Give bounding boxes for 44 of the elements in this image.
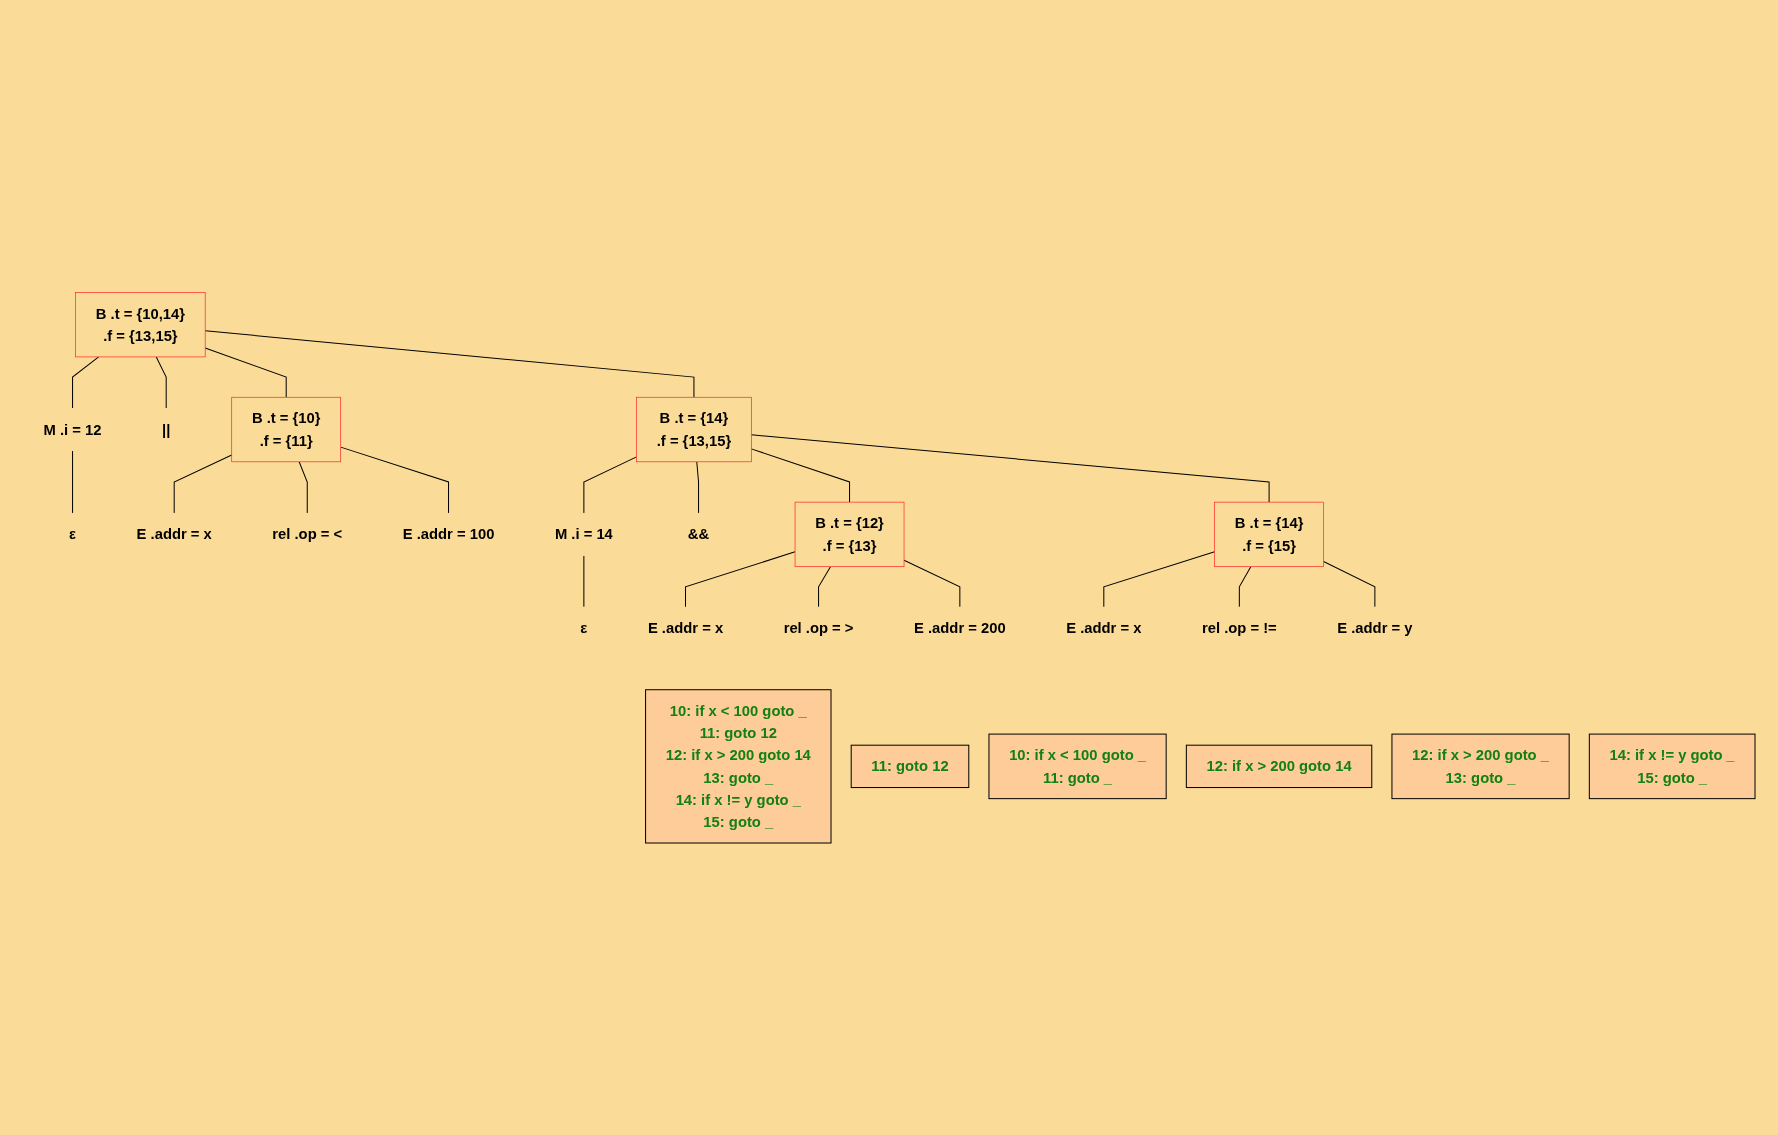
node-box: B .t = {14} .f = {13,15} (636, 396, 752, 462)
connector (204, 347, 287, 398)
node-box: 10: if x < 100 goto _ 11: goto 12 12: if x > 200 goto 14 13: goto _ 14: if x != y goto _ 15: goto _ (644, 689, 832, 844)
node-text: E .addr = y (1337, 619, 1413, 637)
node-box: B .t = {14} .f = {15} (1214, 501, 1324, 567)
connector (903, 559, 961, 608)
connector (173, 454, 232, 514)
connector (696, 461, 699, 514)
node-text: M .i = 12 (43, 420, 102, 438)
node-text: rel .op = < (272, 525, 342, 543)
node-box: 12: if x > 200 goto _ 13: goto _ (1391, 733, 1570, 799)
connector (750, 434, 1270, 503)
node-box: B .t = {10,14} .f = {13,15} (75, 291, 206, 358)
node-text: ε (68, 525, 76, 543)
node-box: 10: if x < 100 goto _ 11: goto _ (988, 733, 1167, 799)
connector (750, 448, 850, 503)
node-text: M .i = 14 (554, 525, 613, 543)
node-text: || (161, 420, 171, 438)
node-text: rel .op = != (1201, 619, 1277, 637)
node-text: E .addr = x (1066, 619, 1142, 637)
connector (298, 461, 308, 514)
node-text: rel .op = > (783, 619, 854, 637)
node-text: E .addr = x (136, 525, 212, 543)
connector (1322, 560, 1376, 608)
node-text: && (687, 525, 710, 543)
connector (71, 450, 73, 514)
connector (155, 356, 167, 409)
node-text: E .addr = x (647, 619, 723, 637)
node-text: ε (580, 619, 588, 637)
connector (684, 551, 796, 608)
connector (1238, 565, 1252, 608)
node-text: E .addr = 200 (913, 619, 1006, 637)
connector (1103, 551, 1215, 608)
node-box: 14: if x != y goto _ 15: goto _ (1588, 733, 1756, 799)
connector (340, 446, 449, 514)
node-box: B .t = {12} .f = {13} (794, 501, 905, 567)
node-text: E .addr = 100 (402, 525, 495, 543)
connector (71, 356, 99, 409)
node-box: B .t = {10} .f = {11} (231, 396, 341, 462)
node-box: 11: goto 12 (850, 744, 970, 788)
connector (817, 565, 831, 608)
node-box: 12: if x > 200 goto 14 (1185, 744, 1373, 788)
connector (204, 330, 695, 398)
connector (583, 456, 637, 514)
